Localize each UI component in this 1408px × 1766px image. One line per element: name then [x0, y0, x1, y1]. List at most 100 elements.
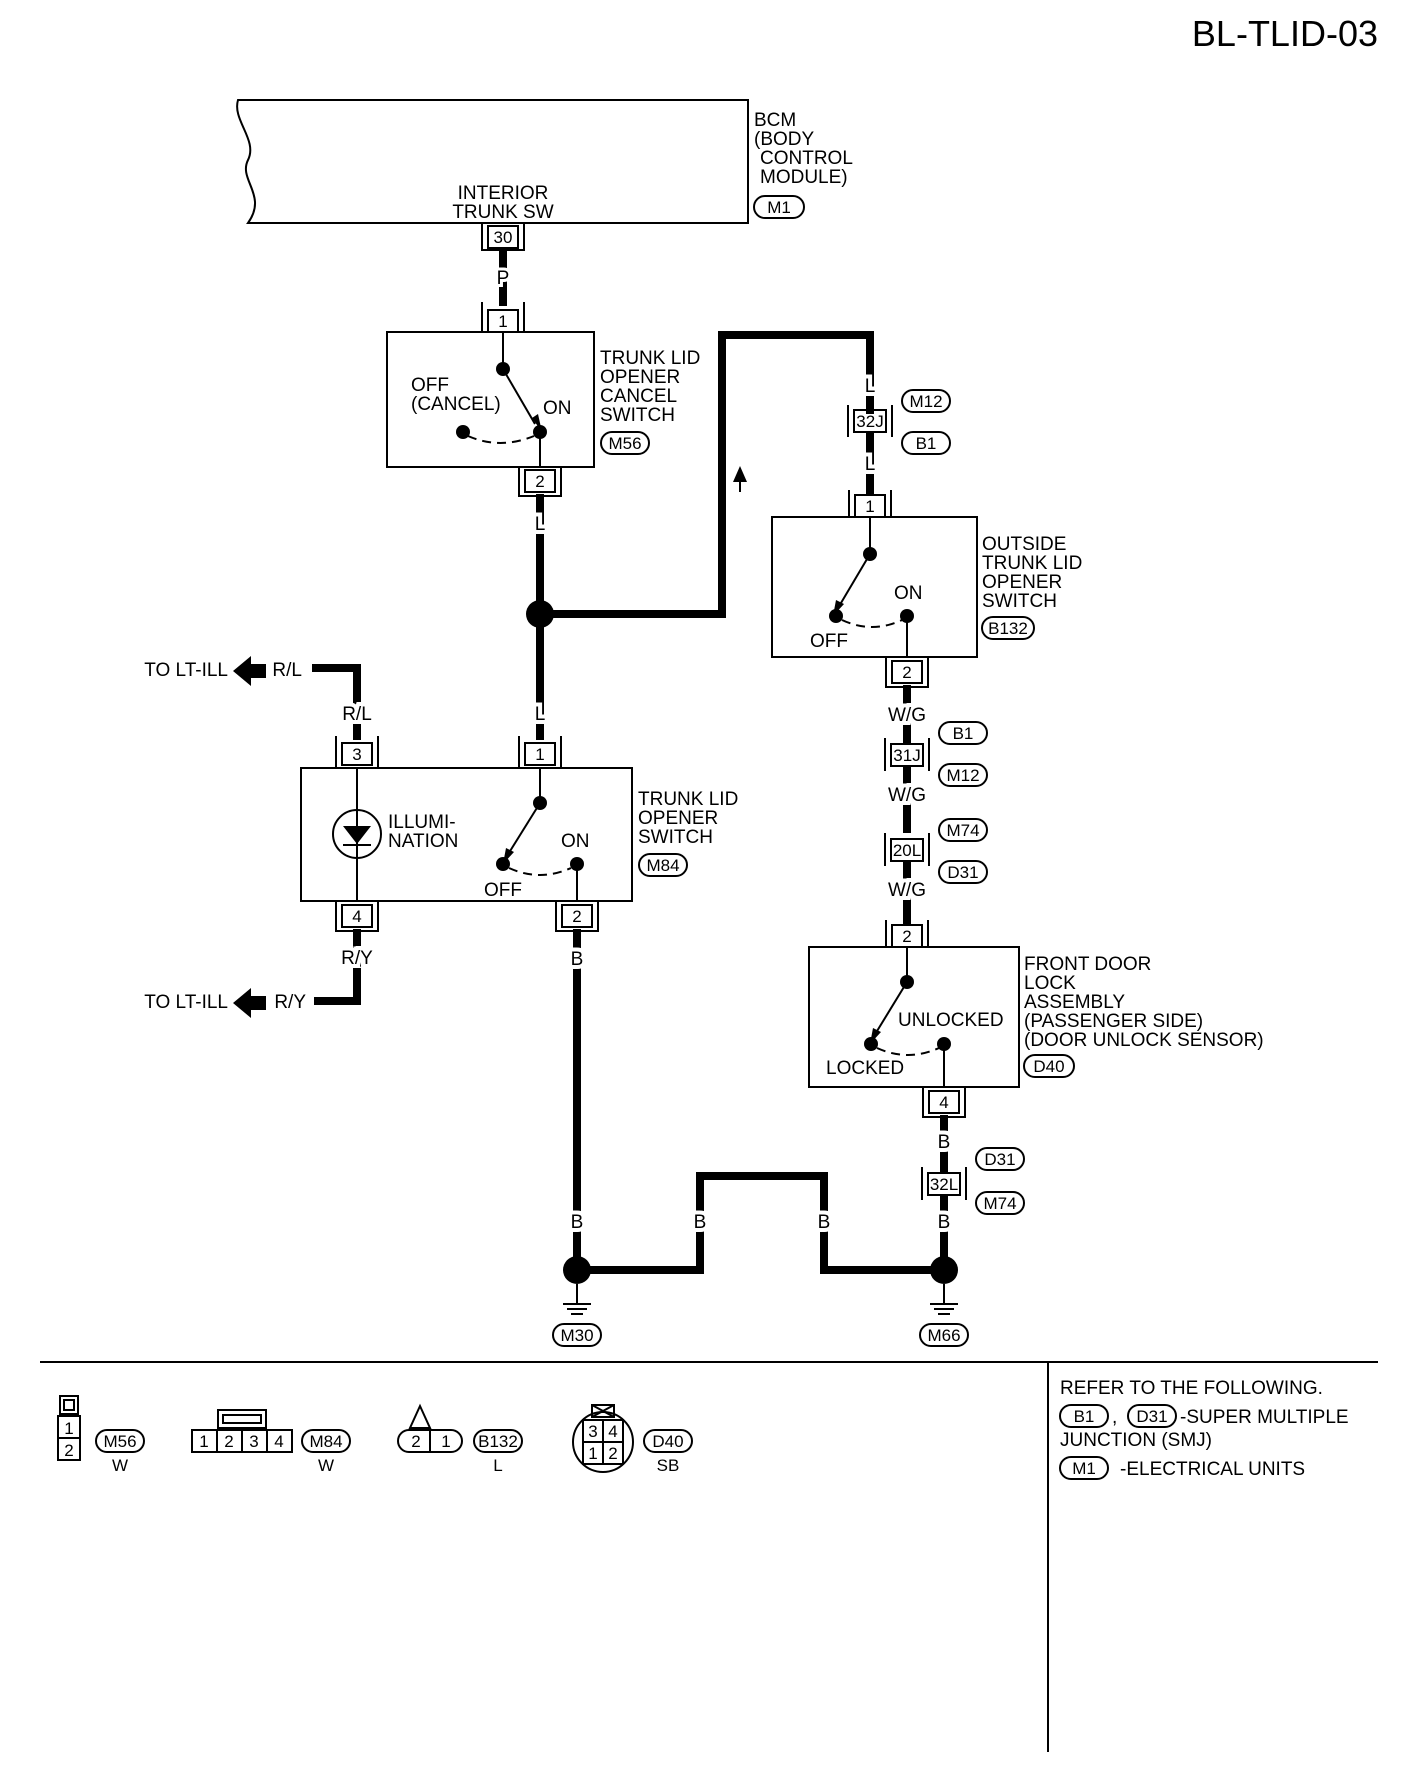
svg-text:SWITCH: SWITCH	[600, 405, 675, 426]
svg-text:ASSEMBLY: ASSEMBLY	[1024, 992, 1125, 1013]
svg-text:2: 2	[64, 1441, 73, 1460]
svg-text:OPENER: OPENER	[638, 808, 718, 829]
trunk-lid-opener-switch: 3 1 ILLUMI- NATION ON OFF 4 2 TRUNK LID …	[300, 736, 738, 932]
svg-text:4: 4	[352, 907, 361, 926]
bcm-connector-id: M1	[767, 198, 791, 217]
svg-text:4: 4	[939, 1093, 948, 1112]
connector-face-b132: 2 1 B132 L	[397, 1403, 523, 1475]
svg-text:2: 2	[902, 663, 911, 682]
connector-face-m84: 1 2 3 4 M84 W	[191, 1409, 351, 1475]
svg-text:SB: SB	[657, 1456, 680, 1475]
outside-trunk-switch: 1 ON OFF 2 OUTSIDE TRUNK LID OPENER SWIT…	[771, 490, 1082, 688]
svg-text:1: 1	[441, 1432, 450, 1451]
to-lt-ill-lower: TO LT-ILL	[144, 992, 228, 1013]
ground-m66: M66	[919, 1284, 969, 1347]
svg-text:(PASSENGER SIDE): (PASSENGER SIDE)	[1024, 1011, 1203, 1032]
svg-text:ILLUMI-: ILLUMI-	[388, 812, 456, 833]
svg-text:TRUNK LID: TRUNK LID	[982, 553, 1082, 574]
svg-text:OFF: OFF	[411, 375, 449, 396]
svg-text:OPENER: OPENER	[600, 367, 680, 388]
svg-text:B: B	[571, 1212, 584, 1233]
svg-text:LOCKED: LOCKED	[826, 1058, 904, 1079]
svg-text:D31: D31	[1136, 1407, 1167, 1426]
svg-text:SWITCH: SWITCH	[638, 827, 713, 848]
connector-face-d40: 3 4 1 2 D40 SB	[572, 1404, 693, 1475]
door-lock-connector-id: D40	[1033, 1057, 1064, 1076]
svg-text:M56: M56	[103, 1432, 136, 1451]
svg-text:B132: B132	[478, 1432, 518, 1451]
svg-text:OFF: OFF	[484, 880, 522, 901]
svg-text:L: L	[493, 1456, 502, 1475]
svg-text:32J: 32J	[856, 412, 883, 431]
svg-text:W: W	[318, 1456, 334, 1475]
svg-text:B: B	[938, 1212, 951, 1233]
svg-text:D31: D31	[984, 1150, 1015, 1169]
svg-text:W: W	[112, 1456, 128, 1475]
svg-text:MODULE): MODULE)	[760, 167, 848, 188]
cancel-switch-connector-id: M56	[608, 434, 641, 453]
ground-m30: M30	[552, 1284, 602, 1347]
svg-text:L: L	[535, 514, 546, 535]
bcm-terminal: 30	[494, 228, 513, 247]
bcm-module: BCM (BODY CONTROL MODULE) M1 INTERIOR TR…	[236, 99, 853, 251]
svg-text:3: 3	[249, 1432, 258, 1451]
svg-text:3: 3	[588, 1422, 597, 1441]
svg-text:B: B	[818, 1212, 831, 1233]
svg-text:W/G: W/G	[888, 880, 926, 901]
svg-text:(DOOR UNLOCK SENSOR): (DOOR UNLOCK SENSOR)	[1024, 1030, 1264, 1051]
svg-text:SWITCH: SWITCH	[982, 591, 1057, 612]
svg-text:2: 2	[572, 907, 581, 926]
svg-text:L: L	[535, 704, 546, 725]
svg-text:(BODY: (BODY	[754, 129, 815, 150]
svg-text:ON: ON	[543, 398, 572, 419]
svg-text:M1: M1	[1072, 1459, 1096, 1478]
svg-text:ON: ON	[561, 831, 590, 852]
outside-switch-connector-id: B132	[988, 619, 1028, 638]
svg-text:2: 2	[902, 927, 911, 946]
svg-text:R/Y: R/Y	[274, 992, 306, 1013]
svg-text:B: B	[571, 949, 584, 970]
svg-text:L: L	[865, 454, 876, 475]
front-door-lock-assembly: 2 UNLOCKED LOCKED 4 FRONT DOOR LOCK ASSE…	[808, 920, 1264, 1118]
svg-text:M74: M74	[983, 1194, 1016, 1213]
svg-text:1: 1	[199, 1432, 208, 1451]
svg-text:B1: B1	[953, 724, 974, 743]
svg-text:CONTROL: CONTROL	[760, 148, 853, 169]
svg-text:TRUNK LID: TRUNK LID	[638, 789, 738, 810]
svg-text:4: 4	[274, 1432, 283, 1451]
svg-text:1: 1	[865, 497, 874, 516]
wire-color-p: P	[497, 268, 510, 289]
connector-face-m56: 1 2 M56 W	[57, 1395, 145, 1475]
svg-text:2: 2	[535, 472, 544, 491]
svg-text:2: 2	[411, 1432, 420, 1451]
svg-text:OPENER: OPENER	[982, 572, 1062, 593]
svg-text:LOCK: LOCK	[1024, 973, 1076, 994]
svg-text:2: 2	[608, 1444, 617, 1463]
svg-text:31J: 31J	[893, 746, 920, 765]
svg-text:M12: M12	[909, 392, 942, 411]
svg-text:M74: M74	[946, 821, 979, 840]
svg-text:L: L	[865, 376, 876, 397]
svg-text:(CANCEL): (CANCEL)	[411, 394, 501, 415]
junction-31j: 31J B1 M12	[884, 721, 988, 787]
svg-text:TRUNK LID: TRUNK LID	[600, 348, 700, 369]
svg-text:4: 4	[608, 1422, 617, 1441]
svg-text:OFF: OFF	[810, 631, 848, 652]
svg-text:ON: ON	[894, 583, 923, 604]
svg-text:M12: M12	[946, 766, 979, 785]
svg-text:M30: M30	[560, 1326, 593, 1345]
opener-switch-connector-id: M84	[646, 856, 679, 875]
svg-text:OUTSIDE: OUTSIDE	[982, 534, 1066, 555]
svg-text:B1: B1	[1074, 1407, 1095, 1426]
svg-text:B1: B1	[916, 434, 937, 453]
svg-text:3: 3	[352, 745, 361, 764]
svg-text:R/L: R/L	[342, 704, 372, 725]
svg-text:2: 2	[224, 1432, 233, 1451]
svg-text:,: ,	[1112, 1407, 1117, 1428]
svg-text:JUNCTION (SMJ): JUNCTION (SMJ)	[1060, 1430, 1212, 1451]
svg-text:R/L: R/L	[272, 660, 302, 681]
svg-text:32L: 32L	[930, 1175, 958, 1194]
svg-text:R/Y: R/Y	[341, 948, 373, 969]
svg-text:1: 1	[588, 1444, 597, 1463]
